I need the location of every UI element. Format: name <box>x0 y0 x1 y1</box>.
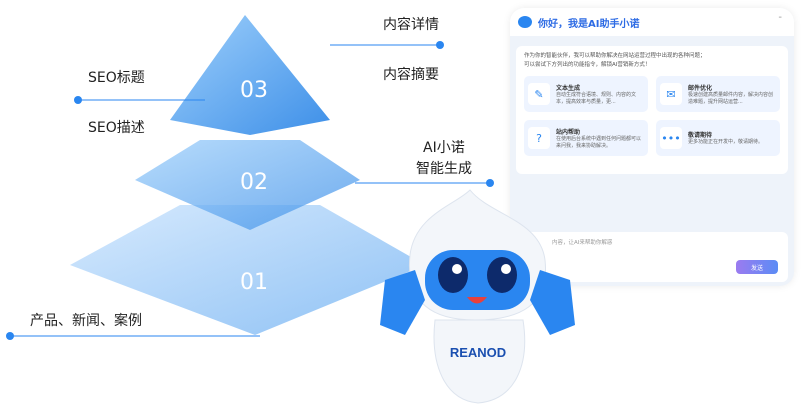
robot-mascot: REANOD <box>380 189 575 404</box>
welcome-card: 作为你的智能伙伴，我可以帮助你解决在网站运营过程中出现的各种问题； 可以尝试下方… <box>516 46 788 174</box>
mail-icon: ✉ <box>660 83 682 105</box>
ai-chat-panel: 你好，我是AI助手小诺 - 作为你的智能伙伴，我可以帮助你解决在网站运营过程中出… <box>510 8 794 286</box>
label-seo-title: SEO标题 <box>88 70 145 86</box>
robot-brand-logo: REANOD <box>450 345 506 360</box>
intro-line-1: 作为你的智能伙伴，我可以帮助你解决在网站运营过程中出现的各种问题； <box>524 53 706 59</box>
robot-avatar-icon <box>518 16 532 28</box>
minimize-button[interactable]: - <box>778 12 782 23</box>
intro-line-2: 可以尝试下方列出的功能指令，解锁AI营销新方式！ <box>524 62 651 68</box>
level-01: 01 <box>240 270 268 295</box>
card-desc: 极速创建高质量邮件内容，解决内容创造难题，提升网站运营... <box>688 91 774 105</box>
card-desc: 更多功能正在开发中，敬请期待。 <box>688 139 764 145</box>
level-02: 02 <box>240 170 268 195</box>
card-title: 站内帮助 <box>556 128 581 136</box>
card-text-generation[interactable]: ✎ 文本生成自动生成符合语境、规则、内容的文本，提高效率与质量，更... <box>524 76 648 112</box>
pyramid-layer-03 <box>170 15 330 135</box>
label-seo-desc: SEO描述 <box>88 120 145 136</box>
chat-input-placeholder: 内容，让AI来帮助你解惑 <box>552 240 613 246</box>
pyramid-layer-01 <box>70 205 425 335</box>
pen-icon: ✎ <box>528 83 550 105</box>
card-email-optimize[interactable]: ✉ 邮件优化极速创建高质量邮件内容，解决内容创造难题，提升网站运营... <box>656 76 780 112</box>
send-button[interactable]: 发送 <box>736 260 778 274</box>
pyramid-layer-02 <box>135 140 360 230</box>
label-content-summary: 内容摘要 <box>383 67 439 83</box>
label-ai-gen: 智能生成 <box>416 161 472 177</box>
card-site-help[interactable]: ? 站内帮助在使用后台系统中遇到任何问题都可以来问我，我来协助解决。 <box>524 120 648 156</box>
card-title: 邮件优化 <box>688 84 713 92</box>
level-03: 03 <box>240 78 268 103</box>
card-desc: 在使用后台系统中遇到任何问题都可以来问我，我来协助解决。 <box>556 135 642 149</box>
more-icon: ••• <box>660 127 682 149</box>
chat-title: 你好，我是AI助手小诺 <box>538 18 640 30</box>
chat-input[interactable]: 内容，让AI来帮助你解惑 发送 <box>516 232 788 282</box>
label-content-detail: 内容详情 <box>383 17 439 33</box>
label-products: 产品、新闻、案例 <box>30 313 142 329</box>
card-title: 敬请期待 <box>688 132 713 139</box>
card-coming-soon[interactable]: ••• 敬请期待更多功能正在开发中，敬请期待。 <box>656 120 780 156</box>
card-title: 文本生成 <box>556 84 581 92</box>
card-desc: 自动生成符合语境、规则、内容的文本，提高效率与质量，更... <box>556 91 637 105</box>
label-ai-name: AI小诺 <box>423 140 465 156</box>
help-chat-icon: ? <box>528 127 550 149</box>
